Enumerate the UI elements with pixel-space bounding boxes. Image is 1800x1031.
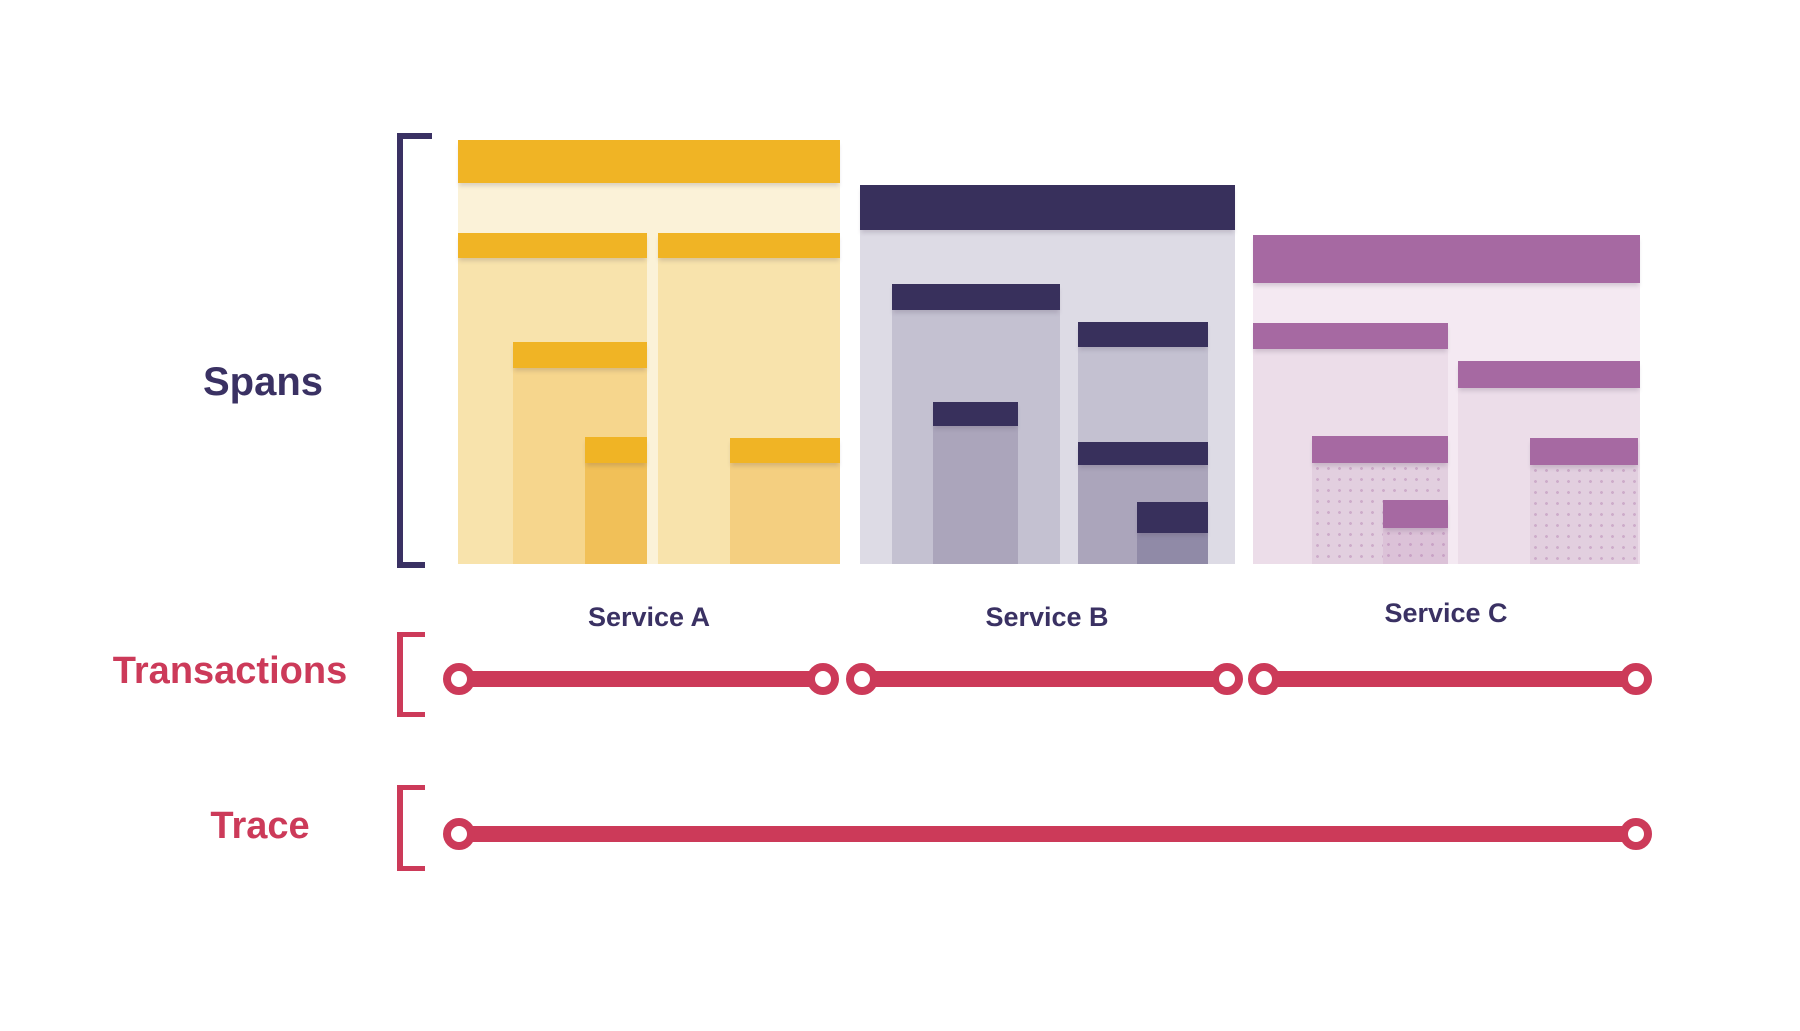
service-b-nested-span-1-bar — [933, 402, 1018, 426]
spans-bracket-top-arm — [397, 133, 432, 139]
trace-bracket-bottom-arm — [397, 866, 425, 871]
trace-start-node — [443, 818, 475, 850]
service-b-child-span-1-bar — [892, 284, 1060, 310]
service-b-nested-span-1-body — [933, 426, 1018, 564]
service-a-root-span-bar — [458, 140, 840, 183]
transaction-3-line — [1264, 671, 1636, 687]
service-b-deep-span-body — [1137, 533, 1208, 564]
transaction-3-start-node — [1248, 663, 1280, 695]
transactions-bracket-vertical — [397, 632, 403, 717]
service-a-nested-span-2-body — [730, 463, 840, 564]
service-b-root-span-bar — [860, 185, 1235, 230]
transaction-1-line — [459, 671, 823, 687]
trace-line — [459, 826, 1636, 842]
transaction-1-start-node — [443, 663, 475, 695]
service-a-child-span-2-bar — [658, 233, 840, 258]
service-c-deep-span-bar — [1383, 500, 1448, 528]
service-b-label: Service B — [985, 602, 1109, 632]
spans-label: Spans — [202, 360, 324, 404]
trace-bracket-top-arm — [397, 785, 425, 790]
transaction-3-end-node — [1620, 663, 1652, 695]
transactions-label: Transactions — [112, 650, 348, 692]
trace-bracket-vertical — [397, 785, 403, 871]
service-a-child-span-1-bar — [458, 233, 647, 258]
service-c-nested-span-1-bar — [1312, 436, 1448, 463]
spans-bracket-vertical — [397, 133, 403, 568]
service-a-deep-span-bar — [585, 437, 647, 463]
transactions-bracket-bottom-arm — [397, 712, 425, 717]
transaction-2-end-node — [1211, 663, 1243, 695]
spans-bracket-bottom-arm — [397, 562, 425, 568]
service-c-child-span-1-bar — [1253, 323, 1448, 349]
service-a-nested-span-2-bar — [730, 438, 840, 463]
service-a-nested-span-bar — [513, 342, 647, 368]
transaction-2-start-node — [846, 663, 878, 695]
service-b-nested-span-2-bar — [1078, 442, 1208, 465]
service-b-deep-span-bar — [1137, 502, 1208, 533]
service-a-deep-span-body — [585, 463, 647, 564]
trace-end-node — [1620, 818, 1652, 850]
service-a-label: Service A — [587, 602, 711, 632]
service-c-nested-span-2-body — [1530, 465, 1638, 564]
transaction-1-end-node — [807, 663, 839, 695]
transaction-2-line — [862, 671, 1227, 687]
service-c-root-span-bar — [1253, 235, 1640, 283]
service-c-nested-span-2-bar — [1530, 438, 1638, 465]
transactions-bracket-top-arm — [397, 632, 425, 637]
service-c-label: Service C — [1384, 598, 1508, 628]
service-c-deep-span-body — [1383, 528, 1448, 564]
trace-label: Trace — [210, 805, 310, 847]
service-b-child-span-2-bar — [1078, 322, 1208, 347]
service-c-child-span-2-bar — [1458, 361, 1640, 388]
